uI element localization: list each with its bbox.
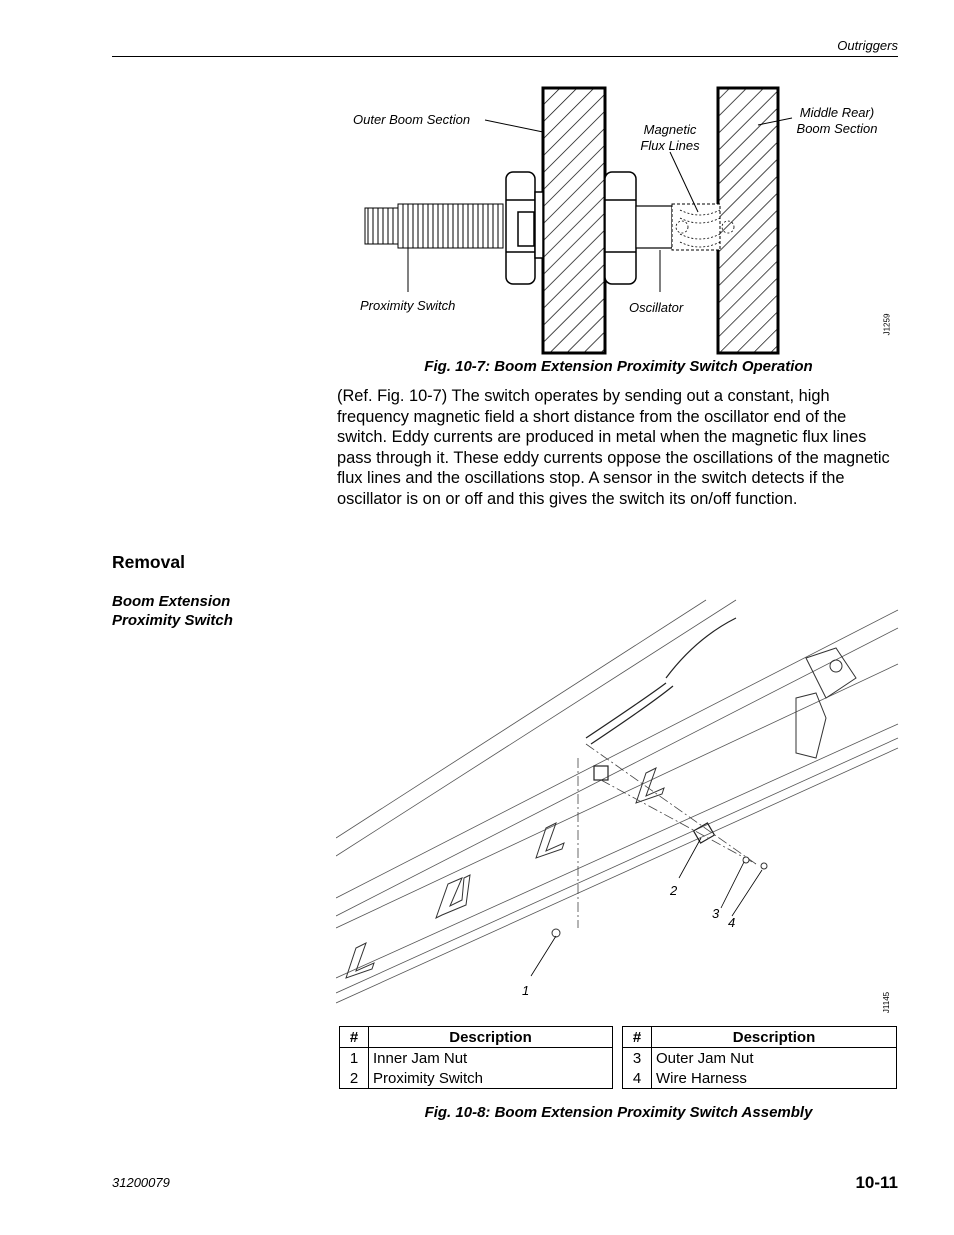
label-proximity-switch: Proximity Switch — [360, 298, 456, 313]
col-description: Description — [651, 1026, 897, 1048]
outer-jam-nut — [604, 171, 637, 285]
inner-jam-nut — [505, 171, 544, 285]
switch-thread — [364, 203, 504, 249]
running-header: Outriggers — [837, 38, 898, 53]
figure-caption-2: Fig. 10-8: Boom Extension Proximity Swit… — [424, 1104, 813, 1121]
parts-table-right: # Description 3 Outer Jam Nut 4 Wire Har… — [622, 1026, 897, 1089]
page-number: 10-11 — [855, 1173, 898, 1192]
callout-3: 3 — [712, 906, 720, 921]
drawing-id-1: J1259 — [882, 313, 892, 336]
section-heading: Removal — [112, 552, 185, 572]
label-oscillator: Oscillator — [629, 300, 684, 315]
proximity-switch-assembly-diagram — [336, 599, 899, 1004]
flux-lines — [675, 209, 735, 248]
drawing-id-2: J1145 — [882, 991, 892, 1014]
table-row: 4 Wire Harness — [622, 1068, 897, 1089]
table-row: 2 Proximity Switch — [339, 1068, 613, 1089]
label-middle-rear: Middle Rear)Boom Section — [796, 105, 878, 136]
callout-2: 2 — [670, 883, 678, 898]
body-paragraph: (Ref. Fig. 10-7) The switch operates by … — [337, 387, 890, 508]
col-number: # — [622, 1026, 652, 1048]
callout-4: 4 — [728, 915, 736, 930]
proximity-switch-operation-diagram — [364, 86, 793, 355]
col-number: # — [339, 1026, 369, 1048]
table-row: 3 Outer Jam Nut — [622, 1047, 897, 1068]
header-rule — [112, 56, 898, 57]
doc-number: 31200079 — [112, 1175, 170, 1190]
middle-boom-wall — [716, 86, 780, 355]
table-row: 1 Inner Jam Nut — [339, 1047, 613, 1068]
callout-1: 1 — [522, 983, 530, 998]
label-outer-boom: Outer Boom Section — [353, 112, 471, 127]
col-description: Description — [368, 1026, 613, 1048]
figure-caption-1: Fig. 10-7: Boom Extension Proximity Swit… — [424, 358, 813, 375]
parts-table-left: # Description 1 Inner Jam Nut 2 Proximit… — [339, 1026, 613, 1089]
outer-boom-wall — [541, 86, 607, 355]
